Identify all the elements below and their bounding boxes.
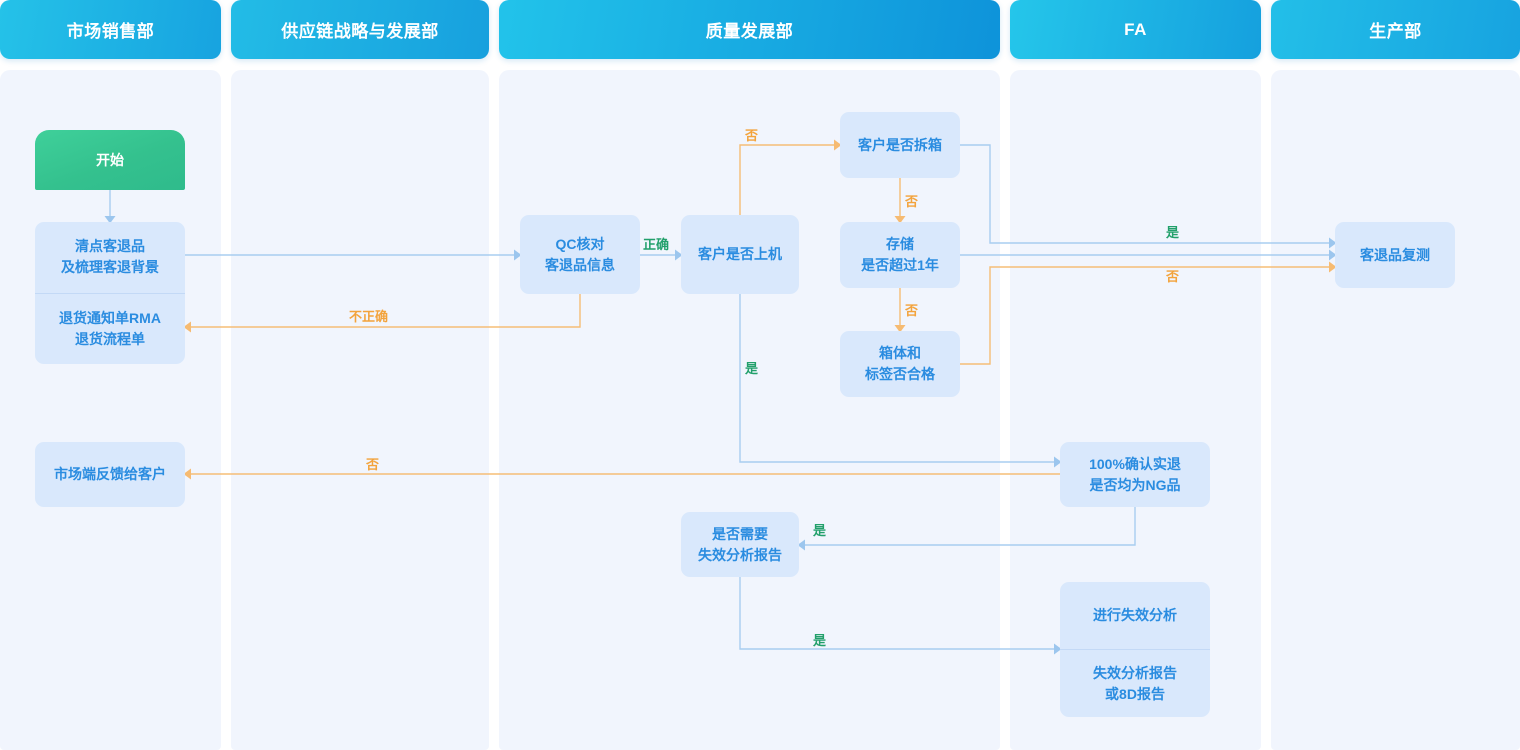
- node-count-rma-bottom: 退货通知单RMA 退货流程单: [35, 292, 185, 365]
- node-box-label[interactable]: 箱体和标签否合格: [840, 331, 960, 397]
- node-retest-line: 客退品复测: [1360, 246, 1430, 263]
- node-count-rma[interactable]: 清点客退品及梳理客退背景退货通知单RMA 退货流程单: [35, 222, 185, 364]
- lane-supply: 供应链战略与发展部: [231, 0, 489, 750]
- lbl-retest-yes: 是: [1166, 225, 1180, 240]
- node-count-rma-line: 退货通知单RMA: [59, 309, 161, 326]
- node-do-fa-bottom: 失效分析报告或8D报告: [1060, 649, 1210, 717]
- node-qc-check-line: QC核对: [555, 235, 605, 252]
- e-box-retest: [960, 266, 1329, 365]
- node-market-fb-line: 市场端反馈给客户: [54, 466, 166, 482]
- lbl-online-yes: 是: [745, 361, 759, 376]
- node-count-rma-top: 清点客退品及梳理客退背景: [35, 222, 185, 293]
- lbl-storage-no: 否: [905, 303, 919, 318]
- lane-quality-body: [499, 70, 1000, 750]
- node-do-fa-top: 进行失效分析: [1060, 582, 1210, 649]
- node-ng-confirm[interactable]: 100%确认实退是否均为NG品: [1060, 442, 1210, 507]
- lbl-qc-wrong: 不正确: [349, 309, 389, 324]
- lbl-qc-correct: 正确: [643, 237, 670, 252]
- lbl-fa-yes: 是: [813, 633, 827, 648]
- lane-quality: 质量发展部: [499, 0, 1000, 750]
- lbl-ng-no: 否: [366, 457, 380, 472]
- node-storage-1yr[interactable]: 存储是否超过1年: [840, 222, 960, 288]
- e-storage-box-arrowhead: [894, 325, 906, 333]
- node-qc-check-line: 客退品信息: [545, 256, 615, 273]
- e-ng-needfa: [805, 507, 1136, 546]
- lane-supply-header[interactable]: 供应链战略与发展部: [231, 0, 489, 59]
- e-storage-retest-arrowhead: [1329, 249, 1337, 261]
- lane-sales-header[interactable]: 市场销售部: [0, 0, 221, 59]
- e-qc-online-arrowhead: [675, 249, 683, 261]
- e-unbox-retest-arrowhead: [1329, 237, 1337, 249]
- e-unbox-storage-arrowhead: [894, 216, 906, 224]
- node-start[interactable]: 开始: [35, 130, 185, 190]
- e-online-unbox-arrowhead: [834, 139, 842, 151]
- node-start-line: 开始: [96, 151, 124, 168]
- lane-fa-header[interactable]: FA: [1010, 0, 1261, 59]
- node-qc-check[interactable]: QC核对客退品信息: [520, 215, 640, 294]
- lbl-unbox-no: 否: [905, 194, 919, 209]
- node-count-rma-line: 及梳理客退背景: [61, 259, 159, 276]
- node-do-fa-line: 进行失效分析: [1093, 607, 1177, 623]
- e-online-ng: [739, 294, 1054, 463]
- e-needfa-dofa-arrowhead: [1054, 643, 1062, 655]
- node-need-fa-line: 是否需要: [712, 525, 768, 542]
- node-ng-confirm-line: 是否均为NG品: [1089, 476, 1181, 493]
- node-count-rma-line: 清点客退品: [75, 238, 145, 255]
- lbl-retest-no: 否: [1166, 269, 1180, 284]
- lane-supply-body: [231, 70, 489, 750]
- node-ng-confirm-line: 100%确认实退: [1089, 455, 1181, 472]
- lane-prod-body: [1271, 70, 1520, 750]
- node-need-fa[interactable]: 是否需要失效分析报告: [681, 512, 799, 577]
- e-qc-back-rma-arrowhead: [183, 321, 191, 333]
- node-box-label-line: 标签否合格: [865, 366, 935, 382]
- lbl-ng-yes: 是: [813, 523, 827, 538]
- lane-prod: 生产部: [1271, 0, 1520, 750]
- node-need-fa-line: 失效分析报告: [698, 546, 782, 563]
- node-storage-1yr-line: 存储: [886, 236, 914, 252]
- node-cust-online[interactable]: 客户是否上机: [681, 215, 799, 294]
- e-needfa-dofa: [739, 577, 1054, 650]
- e-ng-market-arrowhead: [183, 468, 191, 480]
- node-unbox-line: 客户是否拆箱: [858, 136, 942, 153]
- lbl-online-no: 否: [745, 128, 759, 143]
- lane-quality-header[interactable]: 质量发展部: [499, 0, 1000, 59]
- node-unbox[interactable]: 客户是否拆箱: [840, 112, 960, 178]
- node-do-fa[interactable]: 进行失效分析失效分析报告或8D报告: [1060, 582, 1210, 717]
- node-storage-1yr-line: 是否超过1年: [861, 257, 939, 273]
- node-retest[interactable]: 客退品复测: [1335, 222, 1455, 288]
- node-do-fa-line: 或8D报告: [1105, 685, 1165, 702]
- e-unbox-retest: [960, 144, 1329, 244]
- lane-prod-header[interactable]: 生产部: [1271, 0, 1520, 59]
- node-cust-online-line: 客户是否上机: [698, 246, 782, 262]
- e-ng-needfa-arrowhead: [797, 539, 805, 551]
- e-online-unbox: [739, 144, 834, 215]
- e-start-count-arrowhead: [104, 216, 116, 224]
- e-qc-back-rma: [191, 294, 581, 328]
- node-box-label-line: 箱体和: [879, 345, 921, 361]
- e-box-retest-arrowhead: [1329, 261, 1337, 273]
- node-do-fa-line: 失效分析报告: [1093, 664, 1177, 681]
- node-count-rma-line: 退货流程单: [75, 330, 145, 347]
- e-count-qc-arrowhead: [514, 249, 522, 261]
- e-online-ng-arrowhead: [1054, 456, 1062, 468]
- node-market-fb[interactable]: 市场端反馈给客户: [35, 442, 185, 507]
